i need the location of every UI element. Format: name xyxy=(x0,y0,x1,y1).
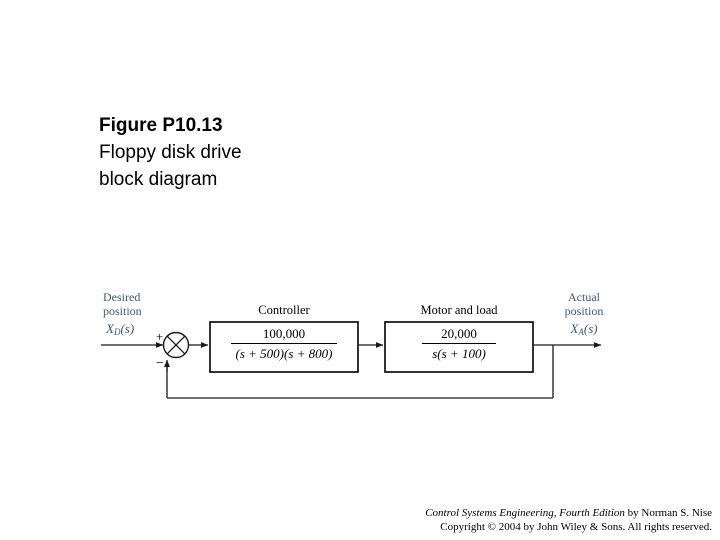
footer-book-title: Control Systems Engineering, Fourth Edit… xyxy=(425,507,625,519)
page-title: Figure P10.13 Floppy disk drive block di… xyxy=(99,112,439,193)
footer-copyright-line: Copyright © 2004 by John Wiley & Sons. A… xyxy=(440,521,712,533)
summing-junction xyxy=(162,331,190,359)
motor-and-load-block xyxy=(384,321,534,373)
footer-book-line: Control Systems Engineering, Fourth Edit… xyxy=(0,506,712,520)
title-line-figure-number: Figure P10.13 xyxy=(99,115,223,136)
feedback-path xyxy=(164,345,554,399)
footer-attribution: Control Systems Engineering, Fourth Edit… xyxy=(0,506,712,534)
controller-block xyxy=(209,321,359,373)
title-line-type: block diagram xyxy=(99,169,218,190)
title-line-subject: Floppy disk drive xyxy=(99,142,242,163)
footer-byline: by Norman S. Nise xyxy=(624,507,712,519)
